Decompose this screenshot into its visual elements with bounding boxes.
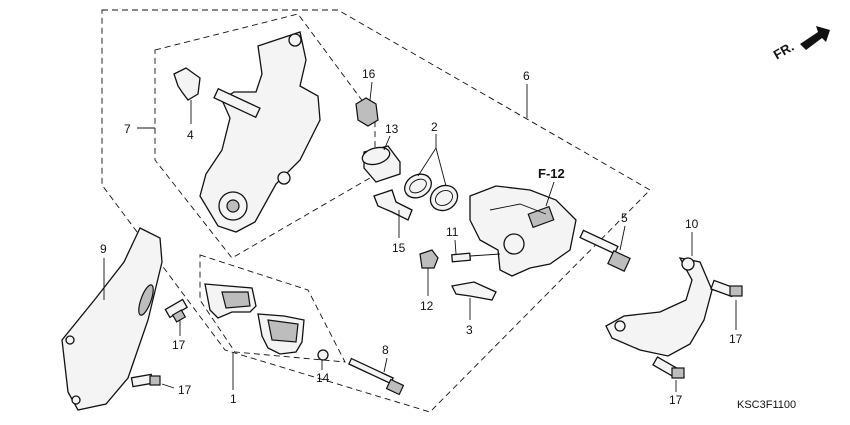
label-6: 6 [523,69,530,83]
bolt-17-guard-lower [652,356,685,379]
bleed-cap [355,97,379,127]
label-5: 5 [621,211,628,225]
circlip [317,349,329,361]
slide-pin [373,189,413,221]
label-3: 3 [466,323,473,337]
caliper-guard [605,257,713,357]
pad-spring [451,281,497,301]
piston [361,145,401,183]
bolt-17-upper [164,298,189,323]
leader-lines [103,81,737,392]
label-13: 13 [385,122,399,136]
bleed-valve [451,252,472,263]
ref-f12: F-12 [538,166,565,181]
label-2: 2 [431,120,438,134]
label-17-upper: 17 [172,338,186,352]
diagram-code: KSC3F1100 [737,399,796,411]
label-14: 14 [316,371,330,385]
label-17-lower: 17 [178,383,192,397]
label-17-guard-lower: 17 [669,393,683,407]
label-7: 7 [124,122,131,136]
label-15: 15 [392,241,406,255]
caliper-bracket [199,31,321,233]
brake-pad-front [204,283,257,319]
label-9: 9 [100,242,107,256]
bolt-17-guard-right [710,279,743,298]
bolt-17-lower [130,373,161,388]
disc-protector [61,227,163,411]
pad-pin [348,357,405,396]
caliper-assembly-boundary [101,9,651,413]
label-16: 16 [362,67,376,81]
brake-pad-rear [257,313,305,355]
pad-retainer-clip [173,67,201,101]
caliper-bolt-5 [579,229,631,272]
label-10: 10 [685,217,699,231]
label-1: 1 [230,392,237,406]
label-12: 12 [420,299,434,313]
front-label: FR. [771,39,797,62]
front-arrow-icon [800,26,830,50]
label-8: 8 [382,343,389,357]
label-11: 11 [446,225,459,239]
bolt-12 [419,249,439,269]
label-17-guard-right: 17 [729,332,743,346]
caliper-body [469,185,577,277]
label-4: 4 [187,128,194,142]
pad-set-boundary [199,254,346,363]
